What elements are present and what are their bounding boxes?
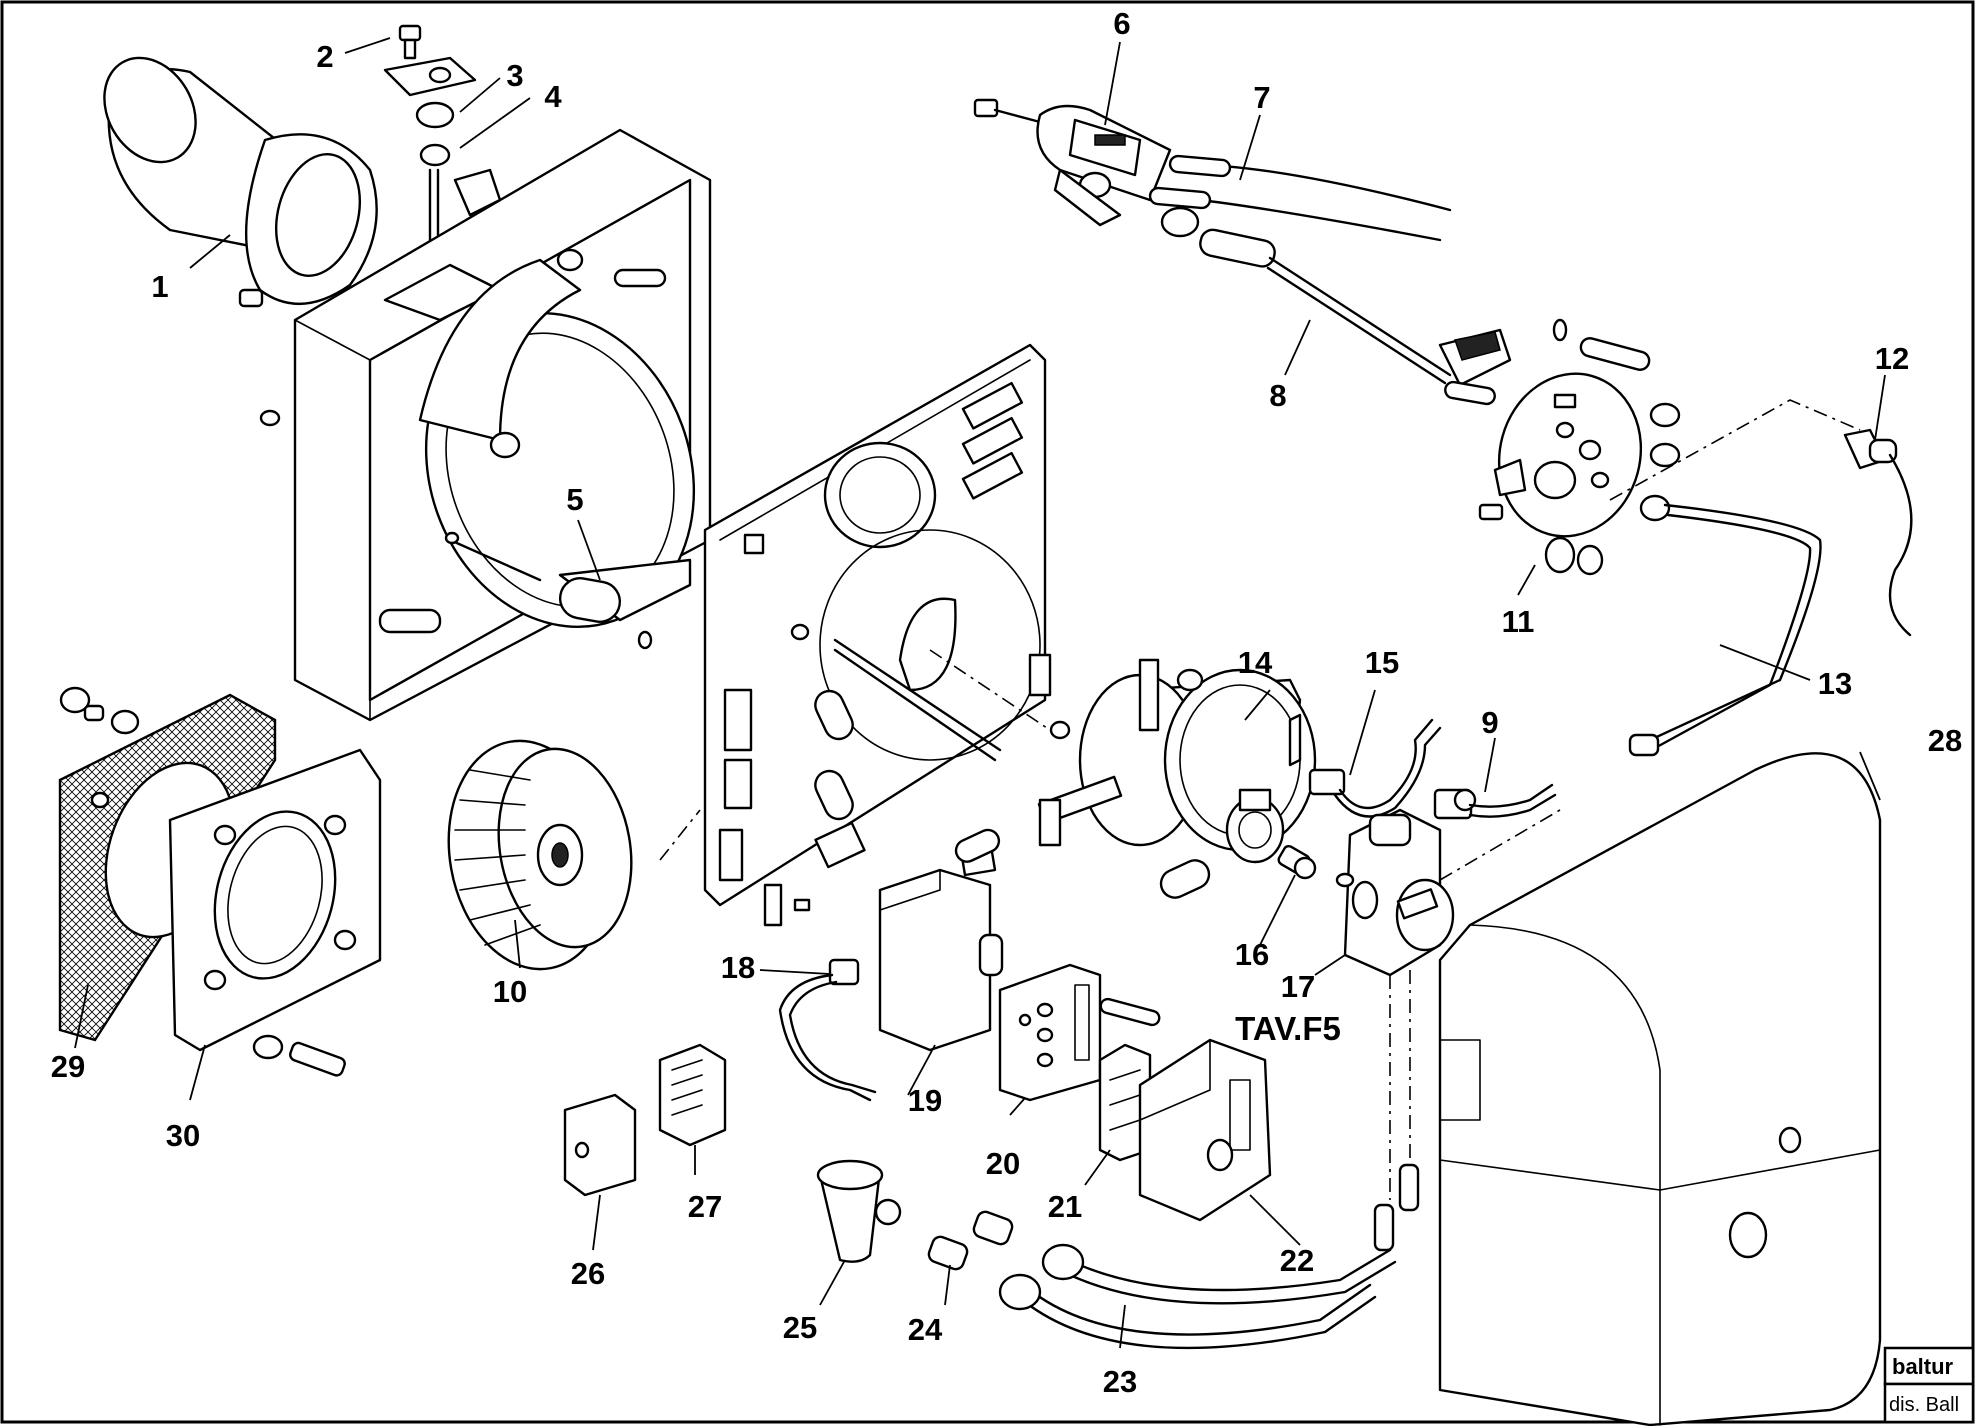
callout-26: 26: [571, 1256, 605, 1291]
callout-12: 12: [1875, 341, 1909, 376]
part-5-air-tube: [558, 558, 692, 650]
callout-numbers: 1 2 3 4 5 6 7 8 9 10 11 12 13 14 15 16 1…: [51, 6, 1962, 1399]
callout-30: 30: [166, 1118, 200, 1153]
callout-3: 3: [506, 58, 523, 93]
leader-lines: [74, 37, 1886, 1349]
callout-28: 28: [1928, 723, 1962, 758]
callout-15: 15: [1365, 645, 1399, 680]
callout-13: 13: [1818, 666, 1852, 701]
callout-2: 2: [316, 39, 333, 74]
part-20-terminal-block: [998, 963, 1161, 1102]
part-17-pump: [1335, 808, 1561, 1200]
part-22-control-box: [1138, 1038, 1272, 1222]
callout-19: 19: [908, 1083, 942, 1118]
part-26-plug: [563, 1093, 637, 1197]
callout-4: 4: [544, 79, 562, 114]
callout-5: 5: [566, 482, 583, 517]
part-13-oil-pipe: [1628, 494, 1822, 757]
callout-17: 17: [1281, 969, 1315, 1004]
part-6-photocell-holder: [973, 98, 1172, 227]
part-16-fitting: [1277, 844, 1317, 880]
part-7-cable: [1148, 154, 1452, 242]
callout-24: 24: [908, 1312, 943, 1347]
part-8-electrode-rod: [1199, 228, 1512, 406]
callout-25: 25: [783, 1310, 817, 1345]
part-28-cover: [1438, 752, 1882, 1426]
callout-27: 27: [688, 1189, 722, 1224]
callout-29: 29: [51, 1049, 85, 1084]
callout-1: 1: [151, 269, 168, 304]
callout-10: 10: [493, 974, 527, 1009]
plate-fasteners: [763, 828, 1001, 927]
parts-2-4-screw-gasket-grommet: [383, 24, 477, 272]
part-10-fan-wheel: [447, 739, 633, 971]
part-15-plug: [1308, 718, 1442, 818]
callout-23: 23: [1103, 1364, 1137, 1399]
part-27-socket: [658, 1043, 727, 1147]
part-12-sensor-lead: [1843, 428, 1913, 637]
part-11-nozzle-holder: [1478, 318, 1861, 576]
callout-21: 21: [1048, 1189, 1082, 1224]
title-block: baltur dis. Ball: [1883, 1346, 1975, 1424]
part-23-hoses: [998, 1163, 1420, 1350]
part-25-filter-cup: [816, 1159, 902, 1263]
mounting-plate: [659, 343, 1052, 907]
part-30-flange: [168, 748, 382, 1077]
part-24-nipples: [927, 1210, 1014, 1271]
part-1-blast-tube: [103, 56, 378, 308]
callout-20: 20: [986, 1146, 1020, 1181]
callout-8: 8: [1269, 378, 1286, 413]
callout-14: 14: [1238, 645, 1273, 680]
brand-label: baltur: [1892, 1354, 1954, 1379]
callout-9: 9: [1481, 705, 1498, 740]
drawing-reference: TAV.F5: [1235, 1010, 1341, 1047]
callout-16: 16: [1235, 937, 1269, 972]
callout-6: 6: [1113, 6, 1130, 41]
callout-22: 22: [1280, 1243, 1314, 1278]
part-14-motor: [1037, 658, 1317, 899]
callout-7: 7: [1253, 80, 1270, 115]
part-9-connector: [1433, 783, 1557, 820]
part-18-19-ignition-transformer: [778, 868, 1004, 1102]
callout-18: 18: [721, 950, 755, 985]
callout-11: 11: [1502, 604, 1535, 639]
credit-label: dis. Ball: [1889, 1394, 1959, 1416]
